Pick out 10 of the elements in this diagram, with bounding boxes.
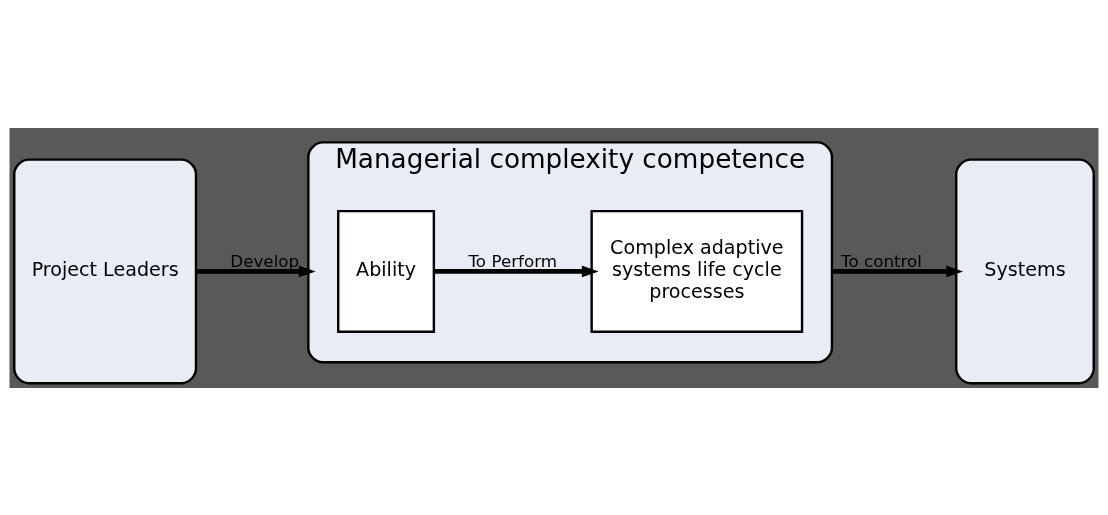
node-box: Ability [337, 209, 436, 333]
node-box: Project Leaders [13, 158, 198, 384]
arrow [434, 265, 599, 277]
arrow [196, 265, 316, 277]
edge-label: To Perform [468, 250, 558, 271]
edge-label: To control [841, 250, 922, 271]
node-box: Systems [955, 158, 1095, 384]
edge-label: Develop [230, 250, 300, 271]
node-box: Complex adaptive systems life cycle processes [590, 209, 804, 333]
arrow [831, 265, 964, 277]
